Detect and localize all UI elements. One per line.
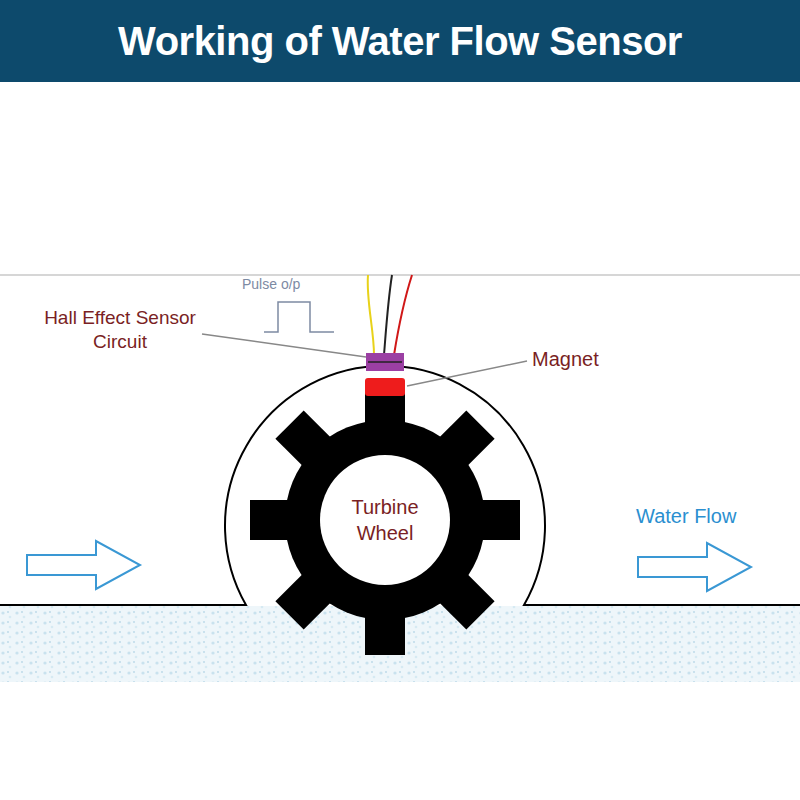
turbine-spokes: [250, 385, 520, 655]
flow-arrow: [27, 541, 140, 589]
pulse-waveform: [264, 302, 334, 332]
hall-sensor-chip: [368, 361, 402, 363]
pipe-top-wall: [0, 274, 800, 276]
magnet: [365, 378, 405, 396]
signal-label: Pulse o/p: [242, 276, 362, 294]
turbine-ring: [285, 420, 485, 620]
yellow-wire: [368, 275, 374, 355]
leader-line: [407, 361, 527, 386]
turbine-housing: [0, 366, 800, 605]
part-label: Hall Effect Sensor Circuit: [22, 306, 218, 354]
hall-sensor: [366, 353, 404, 371]
flow-label: Water Flow: [636, 504, 786, 529]
flow-arrow: [638, 543, 751, 591]
black-wire: [384, 275, 392, 355]
title-bar: Working of Water Flow Sensor: [0, 0, 800, 82]
red-wire: [394, 275, 412, 355]
wheel-label: Turbine Wheel: [332, 494, 438, 546]
turbine-wheel-hub: Turbine Wheel: [320, 455, 450, 585]
leader-line: [202, 334, 366, 357]
part-label: Magnet: [532, 347, 642, 372]
title-text: Working of Water Flow Sensor: [118, 19, 682, 64]
